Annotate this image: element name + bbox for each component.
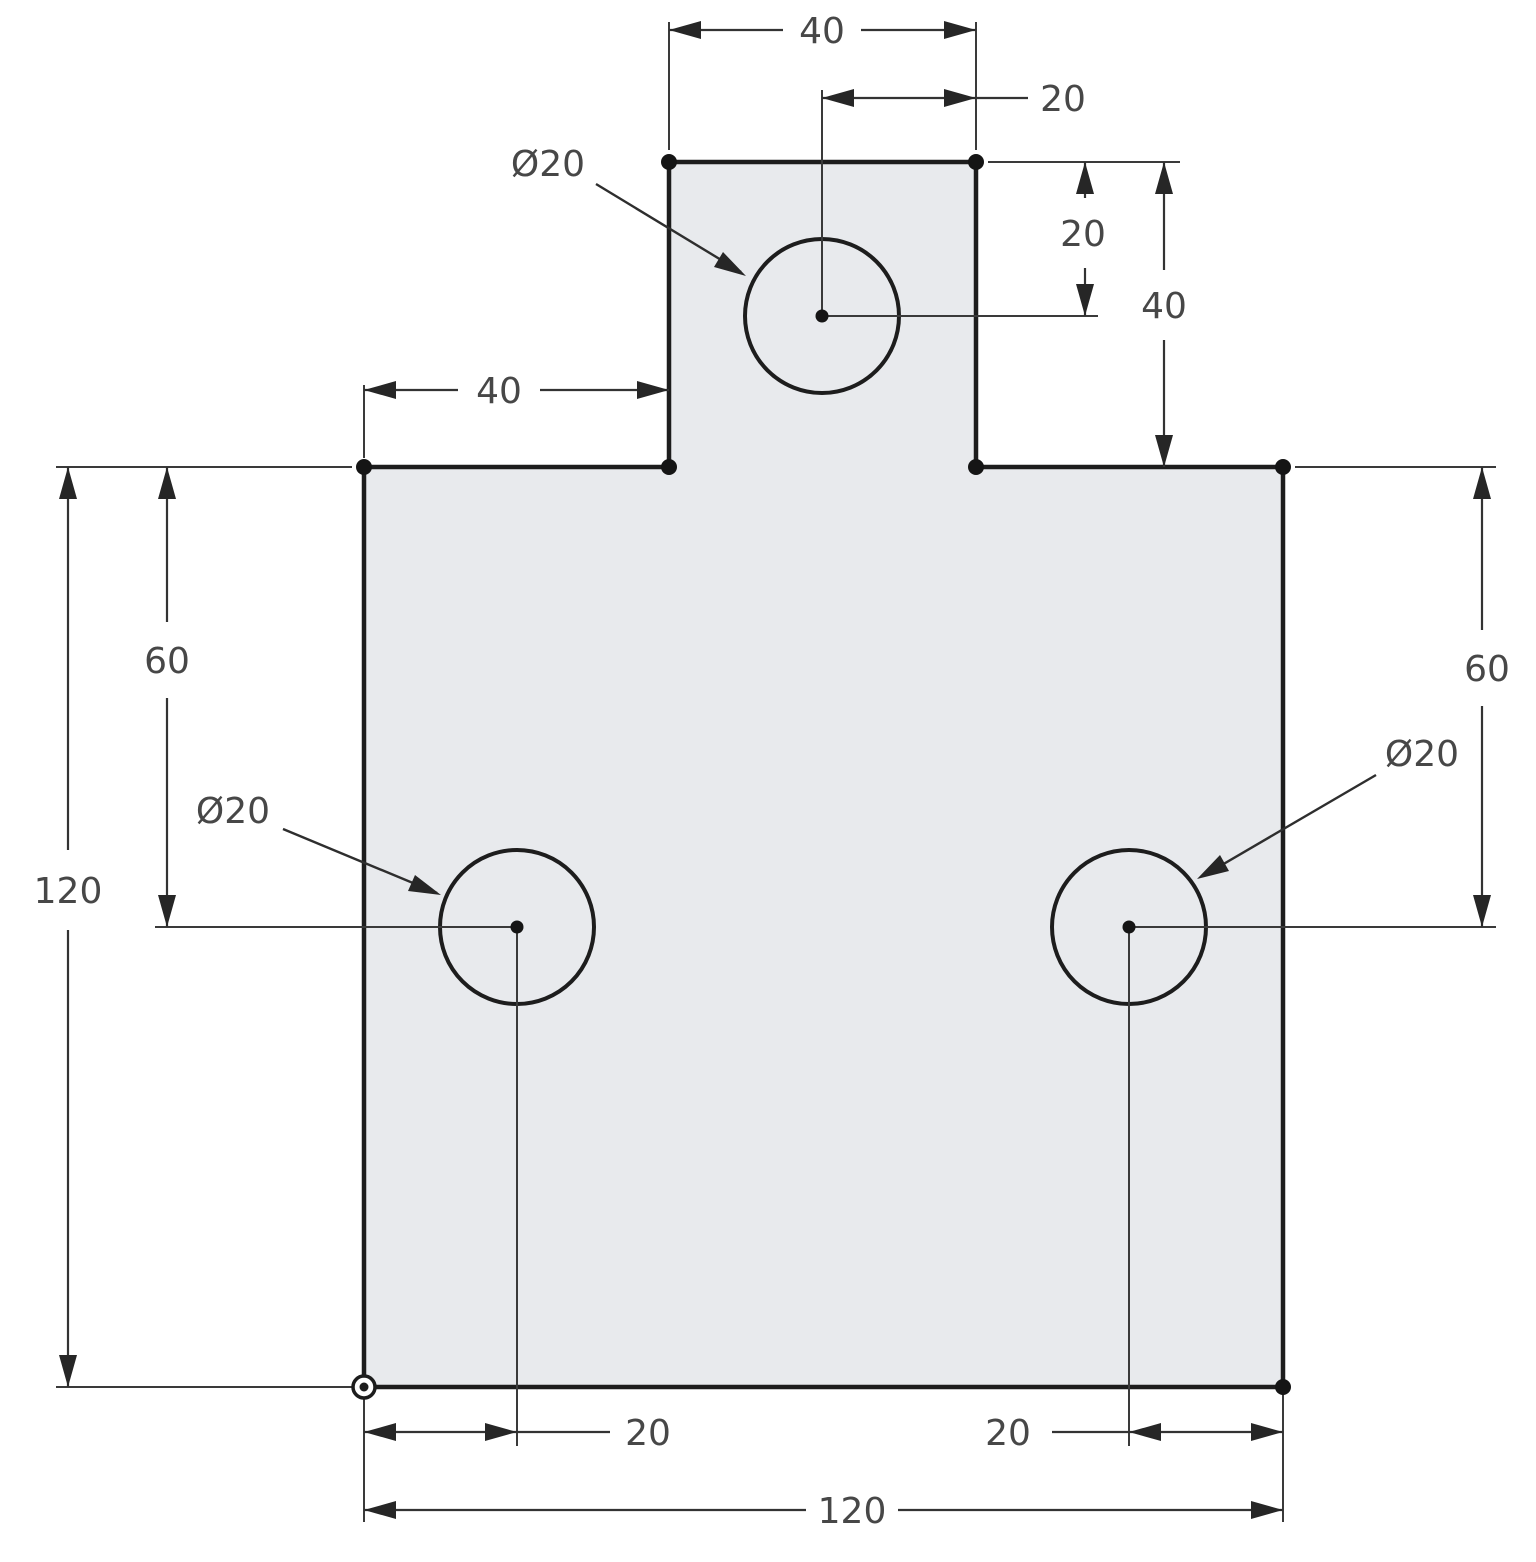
arrowhead xyxy=(944,21,976,39)
extension-and-center-lines xyxy=(56,22,1496,1522)
arrowhead xyxy=(1251,1423,1283,1441)
dim-overall-height: 120 xyxy=(34,871,103,912)
dim-bottom-left-hole-offset: 20 xyxy=(625,1413,671,1454)
arrowhead xyxy=(59,1355,77,1387)
dimension-lines xyxy=(59,21,1491,1519)
arrowhead xyxy=(1155,162,1173,194)
arrowhead xyxy=(1473,467,1491,499)
arrowhead xyxy=(485,1423,517,1441)
dim-hole-left-diameter: Ø20 xyxy=(196,791,270,832)
arrowhead xyxy=(1251,1501,1283,1519)
arrowhead xyxy=(158,895,176,927)
arrowhead xyxy=(59,467,77,499)
arrowhead xyxy=(1473,895,1491,927)
arrowhead xyxy=(1129,1423,1161,1441)
leader-arrowhead xyxy=(714,252,746,276)
vertex-dots xyxy=(356,154,1291,1395)
dim-bottom-right-hole-offset: 20 xyxy=(985,1413,1031,1454)
hole-top-center xyxy=(815,309,829,323)
origin-marker xyxy=(351,1374,377,1400)
part xyxy=(361,159,1286,1390)
arrowhead xyxy=(364,1423,396,1441)
arrowhead xyxy=(944,89,976,107)
hole-right-center xyxy=(1122,920,1136,934)
dim-tab-height: 40 xyxy=(1141,286,1187,327)
arrowhead xyxy=(1076,284,1094,316)
leader-arrowhead xyxy=(408,875,441,895)
arrowhead xyxy=(364,381,396,399)
leader-arrowhead xyxy=(1197,855,1229,879)
dim-tab-hole-depth: 20 xyxy=(1060,214,1106,255)
dim-tab-width: 40 xyxy=(799,11,845,52)
leader-lines xyxy=(282,182,1377,895)
dimension-labels: 40 20 Ø20 20 40 40 60 120 60 Ø20 Ø20 20 … xyxy=(34,11,1510,1532)
arrowhead xyxy=(364,1501,396,1519)
hole-left-center xyxy=(510,920,524,934)
dim-left-shoulder-width: 40 xyxy=(476,371,522,412)
arrowhead xyxy=(669,21,701,39)
dim-right-hole-drop: 60 xyxy=(1464,649,1510,690)
arrowhead xyxy=(1155,435,1173,467)
dim-hole-right-diameter: Ø20 xyxy=(1385,734,1459,775)
arrowhead xyxy=(637,381,669,399)
arrowhead xyxy=(822,89,854,107)
dim-tab-hole-offset: 20 xyxy=(1040,79,1086,120)
part-outline xyxy=(361,159,1286,1390)
arrowhead xyxy=(158,467,176,499)
dim-left-hole-drop: 60 xyxy=(144,641,190,682)
dim-hole-top-diameter: Ø20 xyxy=(511,144,585,185)
dim-overall-width: 120 xyxy=(818,1491,887,1532)
arrowhead xyxy=(1076,162,1094,194)
